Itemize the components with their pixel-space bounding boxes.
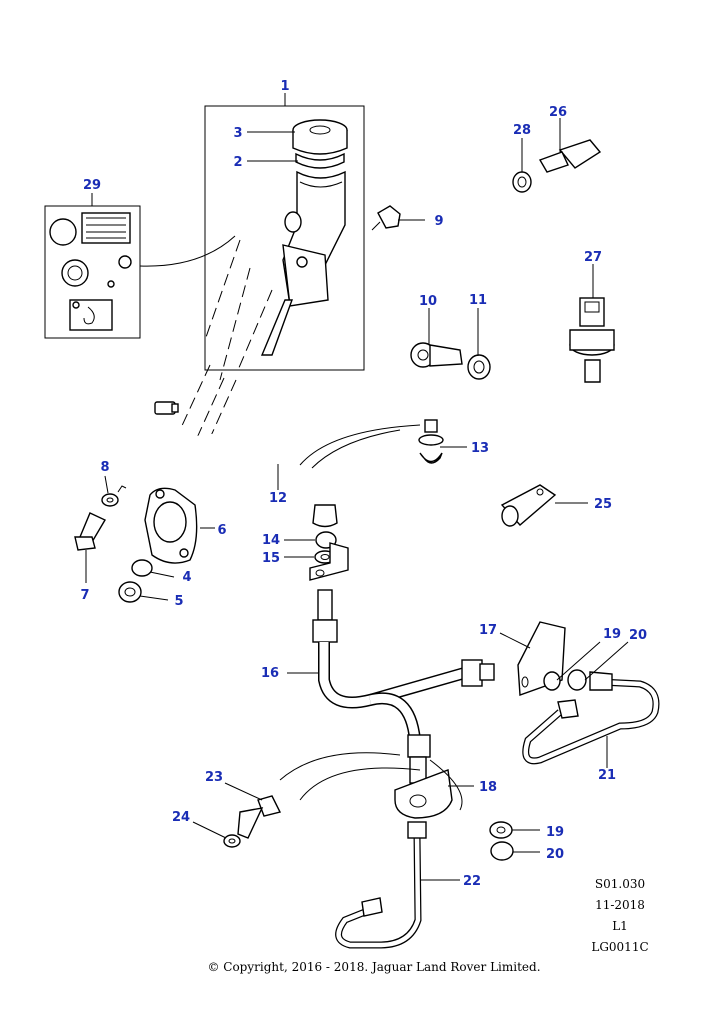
callout-24: 24 — [172, 810, 190, 825]
callout-20-lower: 20 — [546, 847, 564, 862]
copyright-notice: © Copyright, 2016 - 2018. Jaguar Land Ro… — [207, 960, 540, 974]
callout-15: 15 — [262, 551, 280, 566]
callout-12: 12 — [269, 491, 287, 506]
callout-9: 9 — [434, 214, 443, 229]
callout-28: 28 — [513, 123, 531, 138]
callout-labels: 1 2 3 4 5 6 7 8 9 10 11 12 13 14 15 16 1… — [80, 79, 647, 889]
master-cylinder-group — [179, 105, 365, 441]
callout-29: 29 — [83, 178, 101, 193]
repair-kit-group — [44, 205, 236, 339]
callout-21: 21 — [598, 768, 616, 783]
hose-assembly — [223, 531, 660, 949]
callout-19-lower: 19 — [546, 825, 564, 840]
callout-11: 11 — [469, 293, 487, 308]
callout-17: 17 — [479, 623, 497, 638]
revision-date: 11-2018 — [595, 898, 645, 912]
mounting-hardware — [74, 485, 198, 603]
fittings-misc — [371, 139, 615, 527]
callout-26: 26 — [549, 105, 567, 120]
callout-5: 5 — [174, 594, 183, 609]
callout-18: 18 — [479, 780, 497, 795]
callout-27: 27 — [584, 250, 602, 265]
callout-22: 22 — [463, 874, 481, 889]
callout-14: 14 — [262, 533, 280, 548]
callout-2: 2 — [233, 155, 242, 170]
callout-3: 3 — [233, 126, 242, 141]
callout-7: 7 — [80, 588, 89, 603]
callout-13: 13 — [471, 441, 489, 456]
reference-block: S01.030 11-2018 L1 LG0011C — [591, 877, 648, 954]
callout-23: 23 — [205, 770, 223, 785]
callout-19-upper: 19 — [603, 627, 621, 642]
callout-10: 10 — [419, 294, 437, 309]
level-code: L1 — [612, 919, 628, 933]
callout-4: 4 — [182, 570, 191, 585]
fluid-pipe-12 — [103, 397, 421, 528]
leader-lines — [85, 93, 629, 881]
callout-16: 16 — [261, 666, 279, 681]
callout-6: 6 — [217, 523, 226, 538]
section-code: S01.030 — [595, 877, 645, 891]
illustration-code: LG0011C — [591, 940, 648, 954]
callout-8: 8 — [100, 460, 109, 475]
callout-20-upper: 20 — [629, 628, 647, 643]
callout-1: 1 — [280, 79, 289, 94]
callout-25: 25 — [594, 497, 612, 512]
